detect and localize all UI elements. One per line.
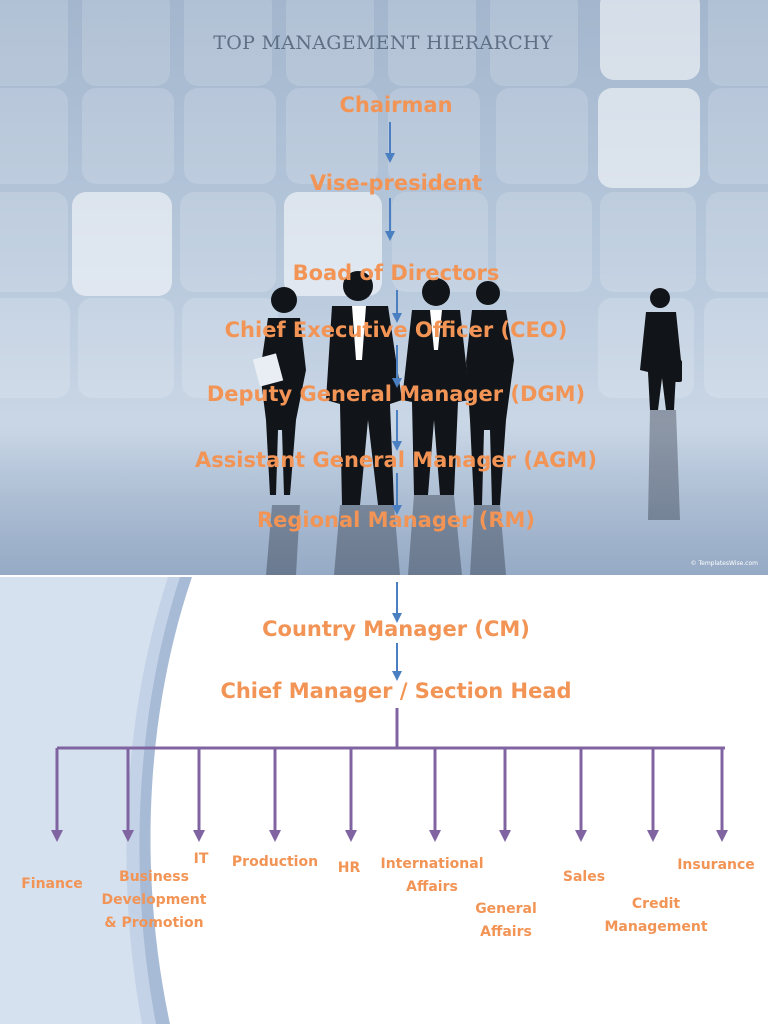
dept-sales: Sales [562,869,606,885]
node-board-of-directors: Boad of Directors [292,261,500,285]
business-people-silhouette [252,271,682,575]
dept-business-development: Business Development & Promotion [101,869,207,931]
node-agm: Assistant General Manager (AGM) [195,448,597,472]
dept-insurance: Insurance [677,857,755,873]
page-title: TOP MANAGEMENT HIERARCHY [213,32,553,54]
section-divider [0,575,768,577]
dept-credit-management: Credit Management [604,896,708,935]
dept-general-affairs: General Affairs [475,901,537,940]
photo-background: © TemplatesWise.com [0,0,768,575]
dept-production: Production [231,854,319,870]
dept-hr: HR [337,860,361,876]
node-chairman: Chairman [339,93,453,117]
image-credit: © TemplatesWise.com [690,560,758,567]
dept-international-affairs: International Affairs [380,856,484,895]
node-vice-president: Vise-president [309,171,483,195]
node-chief-manager: Chief Manager / Section Head [220,679,572,703]
dept-finance: Finance [21,876,83,892]
dept-it: IT [193,851,209,867]
